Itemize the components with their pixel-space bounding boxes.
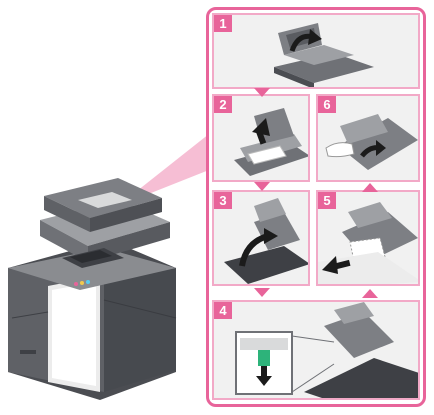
step-panel-4: 4: [212, 300, 420, 400]
step-panel-6: 6: [316, 94, 420, 182]
up-arrow-icon: [252, 118, 270, 145]
flow-arrow-down: [254, 288, 270, 297]
flow-arrow-down: [254, 88, 270, 97]
release-lever-illustration: [235, 302, 418, 398]
lift-adf-illustration: [224, 198, 308, 284]
step-panel-5: 5: [316, 190, 420, 286]
curved-arrow-icon: [239, 228, 278, 267]
curved-arrow-icon: [289, 29, 322, 52]
curved-arrow-icon: [360, 140, 386, 158]
down-arrow-icon: [256, 366, 272, 386]
step-panel-2: 2: [212, 94, 310, 182]
flow-arrow-down: [254, 182, 270, 191]
step-badge: 6: [318, 96, 336, 113]
step-panel-1: 1: [212, 13, 420, 89]
left-arrow-icon: [322, 256, 351, 274]
remove-paper-illustration: [234, 108, 308, 176]
step-badge: 5: [318, 192, 336, 209]
flow-arrow-up: [362, 289, 378, 298]
remove-paper-illustration: [318, 202, 418, 284]
step-badge: 1: [214, 15, 232, 32]
step-panel-3: 3: [212, 190, 310, 286]
step-badge: 4: [214, 302, 232, 319]
step-badge: 3: [214, 192, 232, 209]
step-badge: 2: [214, 96, 232, 113]
flow-arrow-up: [362, 183, 378, 192]
